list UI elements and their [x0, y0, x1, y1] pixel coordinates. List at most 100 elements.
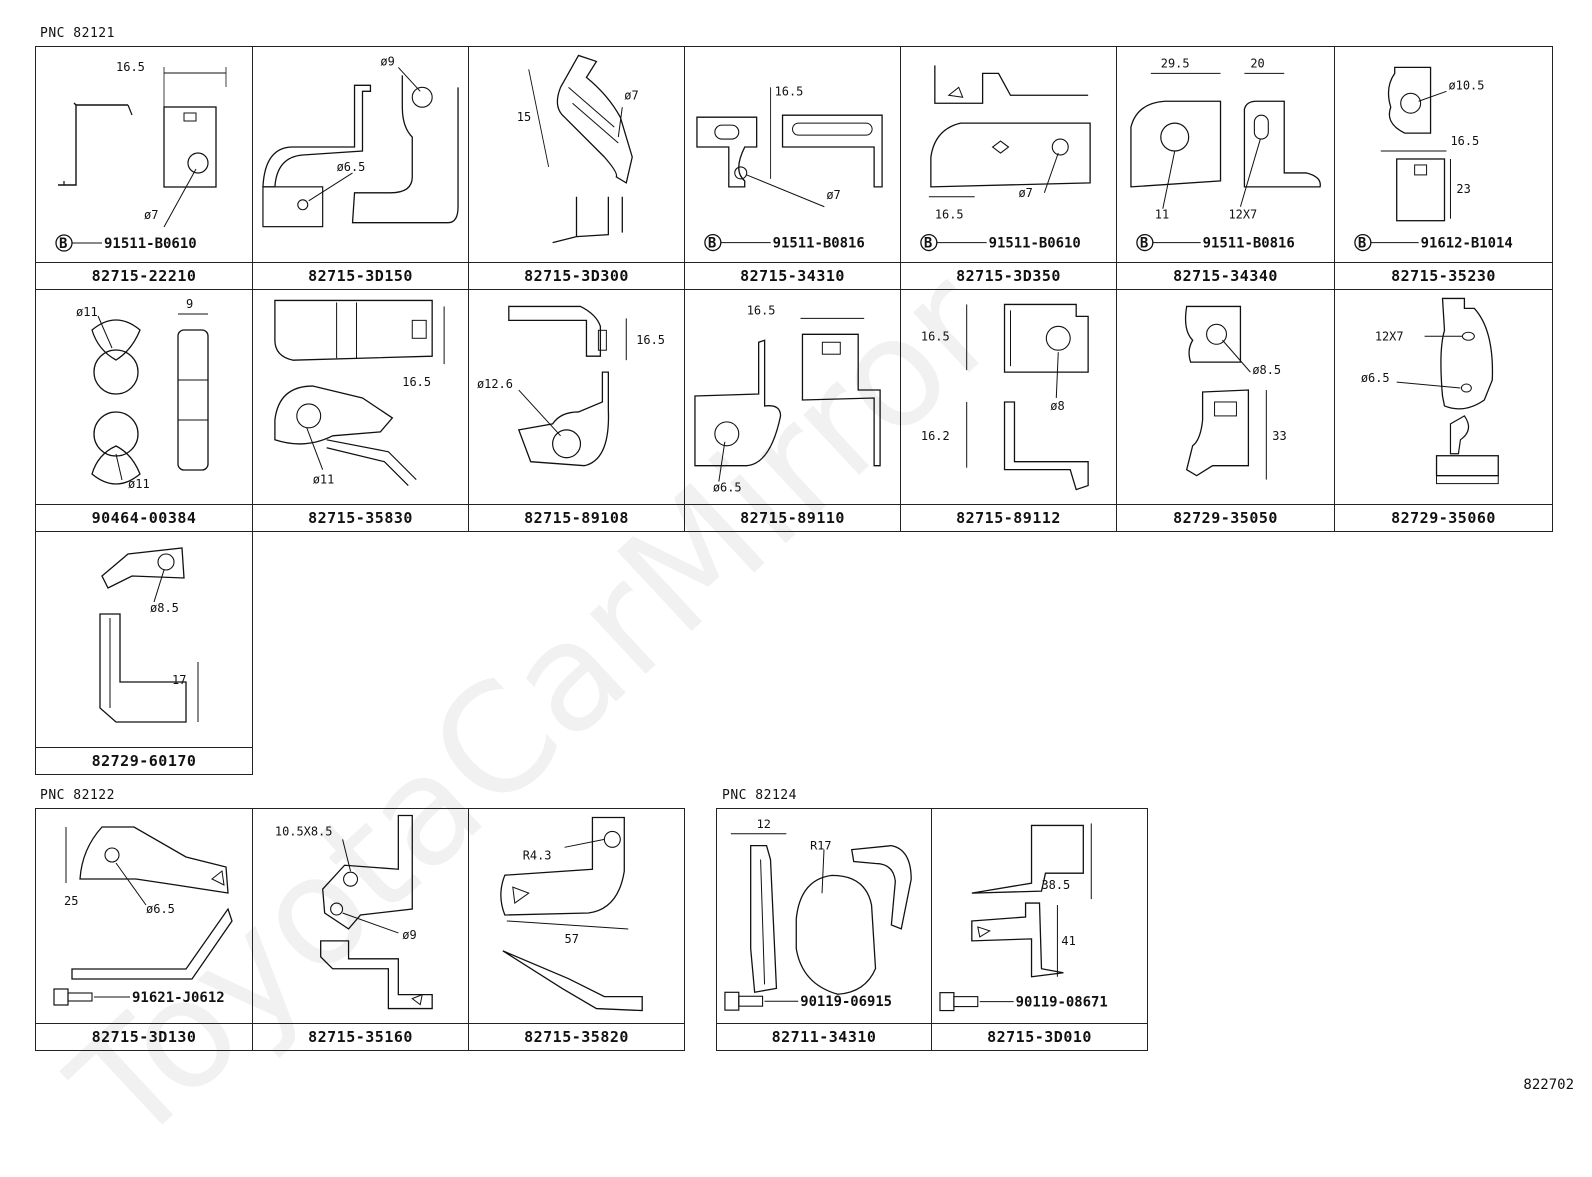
part-cell[interactable]: 16.5 ø7 B 91511-B0610 82715-3D350: [901, 46, 1117, 290]
dim-callout: 16.2: [921, 429, 950, 443]
drawing-stroke: [500, 816, 625, 916]
dim-callout: ø11: [313, 473, 335, 487]
drawing-stroke: [1003, 401, 1089, 491]
part-cell[interactable]: R4.3 57 82715-35820: [469, 808, 685, 1051]
part-cell[interactable]: 10.5X8.5 ø9 82715-35160: [253, 808, 469, 1051]
part-cell[interactable]: 12X7 ø6.5 82729-35060: [1335, 290, 1553, 532]
drawing-stroke: [502, 950, 643, 1012]
dim-callout: ø9: [402, 928, 416, 942]
part-number-label: 82715-34340: [1117, 262, 1334, 289]
drawing-stroke: [1051, 138, 1069, 156]
drawing-stroke: [603, 830, 621, 848]
bolt-part-number: 91612-B1014: [1421, 236, 1513, 252]
bolt-part-number: 90119-08671: [1016, 995, 1108, 1011]
bolt-marker-b: B: [1358, 236, 1366, 252]
drawing-stroke: [1045, 325, 1071, 351]
part-number-label: 82715-3D350: [901, 262, 1116, 289]
dim-callout: ø7: [1018, 186, 1032, 200]
drawing-stroke: [528, 69, 550, 168]
bolt-marker-b: B: [708, 236, 716, 252]
part-cell[interactable]: 16.5 ø7 B 91511-B0816 82715-34310: [685, 46, 901, 290]
drawing-stroke: [1043, 152, 1059, 193]
part-cell[interactable]: ø9 ø6.5 82715-3D150: [253, 46, 469, 290]
drawing-stroke: [801, 333, 881, 467]
dim-callout: 12X7: [1228, 208, 1257, 222]
pnc-label-82121: PNC 82121: [40, 26, 115, 41]
drawing-stroke: [597, 329, 607, 351]
dim-callout: 16.5: [775, 84, 804, 98]
dim-callout: 10.5X8.5: [275, 824, 333, 838]
dim-callout: 16.5: [402, 375, 431, 389]
part-number-label: 82715-3D010: [932, 1023, 1147, 1050]
drawing-stroke: [71, 907, 233, 980]
part-drawing: 16.5 16.2 ø8: [901, 290, 1116, 504]
drawing-stroke: [63, 104, 133, 185]
drawing-stroke: [411, 993, 423, 1006]
part-cell[interactable]: ø10.5 16.5 23 B 91612-B1014 82715-35230: [1335, 46, 1553, 290]
drawing-stroke: [115, 453, 123, 481]
drawing-stroke: [508, 305, 602, 357]
drawing-stroke: [183, 112, 197, 122]
part-cell[interactable]: 16.5 ø6.5 82715-89110: [685, 290, 901, 532]
dim-callout: 15: [517, 110, 531, 124]
dim-callout: ø6.5: [146, 902, 175, 916]
drawing-stroke: [163, 168, 197, 228]
part-cell[interactable]: 25 ø6.5 91621-J0612 82715-3D130: [35, 808, 253, 1051]
dim-callout: ø9: [380, 54, 394, 68]
drawing-stroke: [322, 814, 413, 930]
part-cell[interactable]: 16.5 ø12.6 82715-89108: [469, 290, 685, 532]
part-cell[interactable]: ø8.5 17 82729-60170: [35, 532, 253, 775]
part-cell[interactable]: 16.5 16.2 ø8 82715-89112: [901, 290, 1117, 532]
dim-callout: 17: [172, 673, 186, 687]
part-cell[interactable]: 16.5 ø7 B 91511-B0610 82715-22210: [35, 46, 253, 290]
dim-callout: 16.5: [116, 60, 145, 74]
drawing-stroke: [518, 389, 561, 437]
dim-callout: ø11: [128, 477, 150, 491]
part-cell[interactable]: ø8.5 33 82729-35050: [1117, 290, 1335, 532]
drawing-stroke: [296, 403, 322, 429]
dim-callout: ø11: [76, 305, 98, 319]
part-number-label: 82729-35060: [1335, 504, 1552, 531]
part-number-label: 82715-89108: [469, 504, 684, 531]
part-number-label: 82711-34310: [717, 1023, 931, 1050]
part-cell[interactable]: 29.5 20 11 12X7 B 91511-B0816 82715-3434…: [1117, 46, 1335, 290]
dim-callout: ø7: [826, 188, 840, 202]
drawing-stroke: [1396, 158, 1446, 222]
part-number-label: 82715-3D150: [253, 262, 468, 289]
grid-pnc-82121: 16.5 ø7 B 91511-B0610 82715-22210 ø9: [35, 46, 1553, 775]
part-cell[interactable]: 12 R17 90119-06915 82711-34310: [716, 808, 932, 1051]
drawing-stroke: [1436, 475, 1499, 485]
drawing-stroke: [1460, 383, 1472, 393]
drawing-stroke: [977, 926, 991, 938]
drawing-stroke: [343, 871, 359, 887]
dim-callout: 12: [757, 817, 771, 831]
dim-callout: ø8: [1050, 399, 1064, 413]
drawing-stroke: [297, 199, 309, 211]
drawing-stroke: [101, 547, 185, 589]
dim-callout: ø10.5: [1448, 78, 1484, 92]
drawing-stroke: [930, 122, 1091, 188]
dim-callout: ø8.5: [150, 601, 179, 615]
part-drawing: 16.5 ø12.6: [469, 290, 684, 504]
drawing-stroke: [738, 995, 764, 1007]
drawing-stroke: [187, 152, 209, 174]
bolt-part-number: 91511-B0610: [104, 236, 197, 252]
drawing-stroke: [306, 427, 324, 470]
bolt-part-number: 91511-B0610: [989, 236, 1081, 252]
part-cell[interactable]: 9 ø11 ø11 90464-00384: [35, 290, 253, 532]
part-drawing: ø8.5 17: [36, 532, 252, 747]
part-number-label: 82729-35050: [1117, 504, 1334, 531]
part-number-label: 82715-22210: [36, 262, 252, 289]
part-drawing: 16.5 ø7 B 91511-B0816: [685, 47, 900, 263]
part-number-label: 82715-3D300: [469, 262, 684, 289]
drawing-stroke: [1136, 233, 1154, 252]
bolt-part-number: 91621-J0612: [132, 990, 225, 1006]
part-drawing: 16.5 ø6.5: [685, 290, 900, 504]
drawing-stroke: [163, 106, 217, 188]
part-cell[interactable]: 16.5 ø11 82715-35830: [253, 290, 469, 532]
drawing-stroke: [211, 870, 225, 886]
part-cell[interactable]: 15 ø7 82715-3D300: [469, 46, 685, 290]
part-cell[interactable]: 38.5 41 90119-08671 82715-3D010: [932, 808, 1148, 1051]
drawing-stroke: [718, 441, 726, 482]
dim-callout: R17: [810, 839, 831, 853]
